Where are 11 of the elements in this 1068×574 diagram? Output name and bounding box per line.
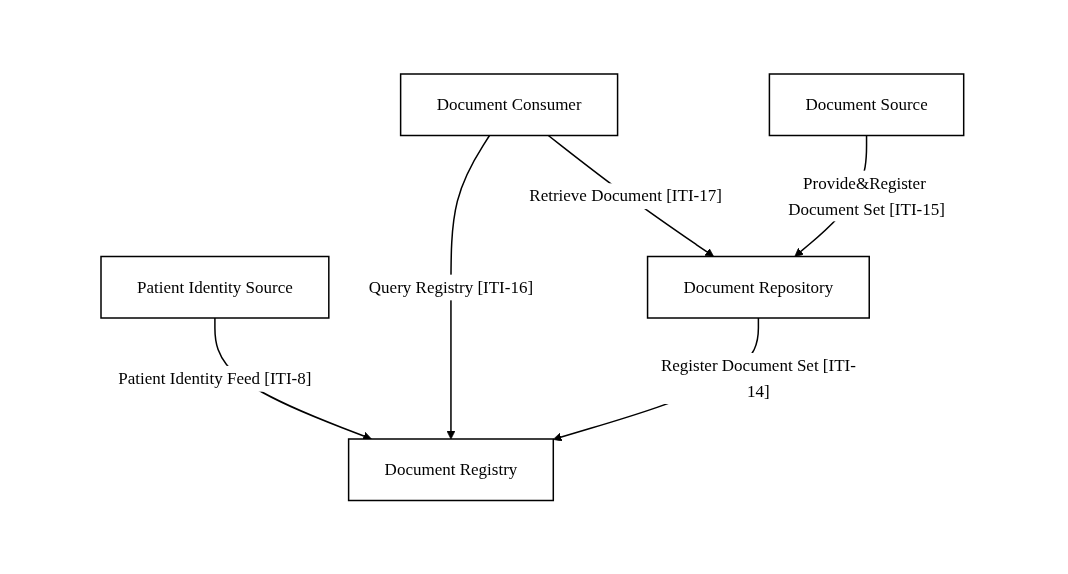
edge-label: Provide&Register Document Set [ITI-15]	[788, 173, 946, 218]
node-box: Document Consumer	[400, 73, 619, 136]
edge-label: Query Registry [ITI-16]	[369, 277, 534, 297]
edge-label: Retrieve Document [ITI-17]	[529, 186, 723, 205]
node-box: Document Registry	[348, 438, 555, 501]
edge-label: Register Document Set [ITI-14]	[661, 355, 857, 401]
arrow	[446, 134, 491, 440]
node-box: Document Source	[768, 73, 965, 136]
edge-label: Patient Identity Feed [ITI-8]	[118, 368, 312, 388]
node-box: Document Repository	[647, 255, 871, 319]
node-box: Patient Identity Source	[100, 255, 330, 319]
